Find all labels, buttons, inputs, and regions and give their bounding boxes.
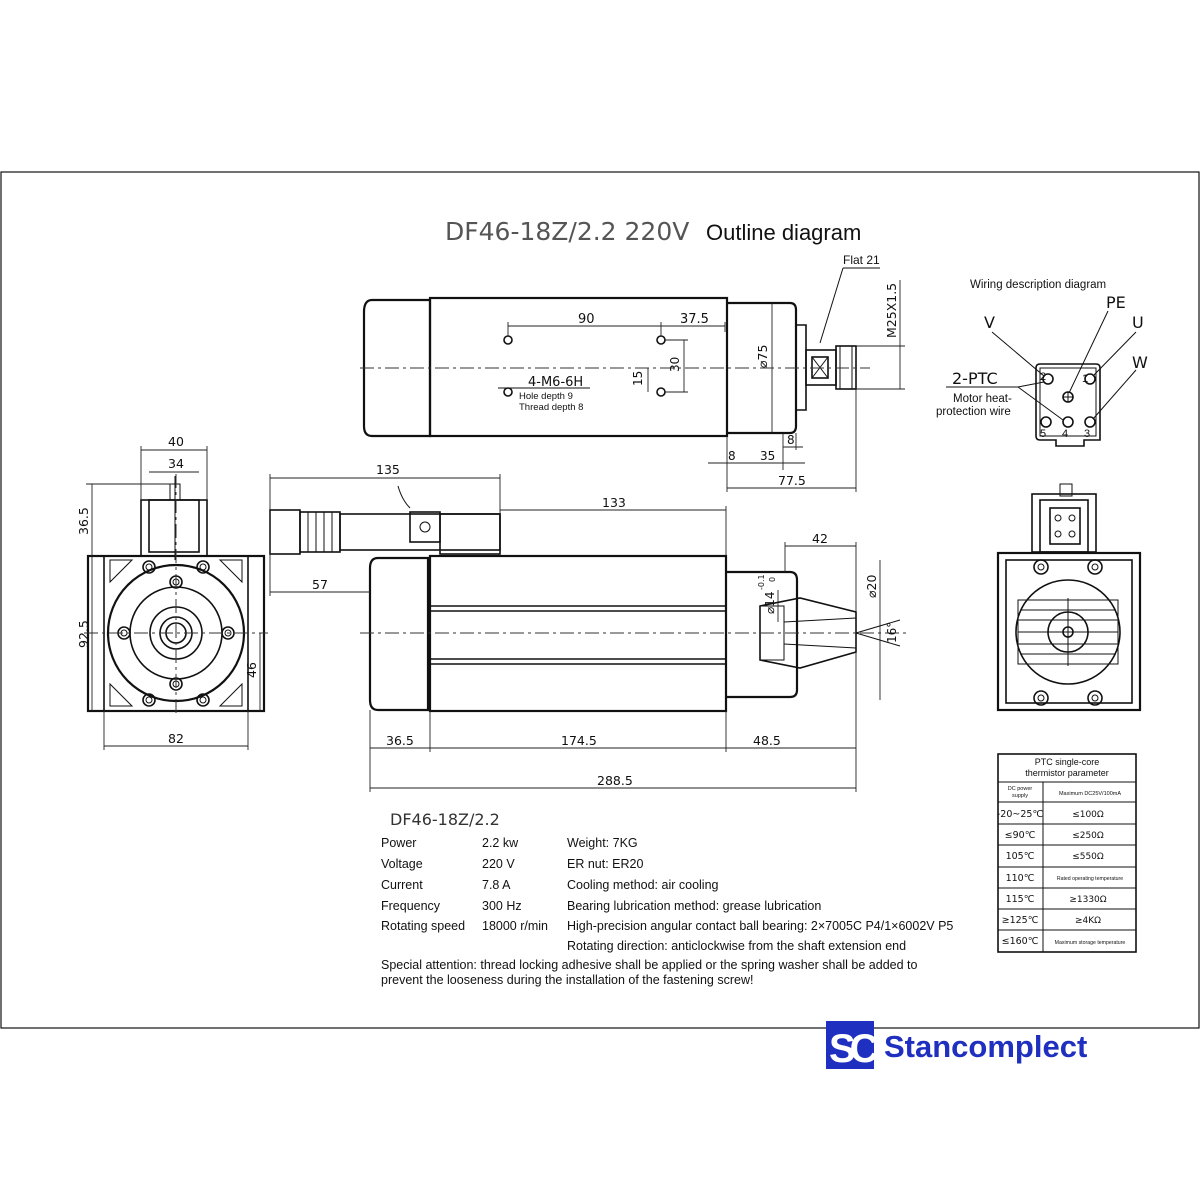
wiring-diagram: Wiring description diagram 2 1 4 5 3 PE …	[936, 279, 1148, 447]
ptc-col1-1: DC power	[1008, 786, 1033, 792]
spec-value-current: 7.8 A	[482, 878, 511, 892]
wiring-title: Wiring description diagram	[970, 279, 1106, 291]
ptc-row-5-temp: 115℃	[1006, 894, 1035, 905]
dim-42: 42	[812, 531, 828, 546]
spec-label-voltage: Voltage	[381, 857, 423, 871]
ptc-note-1: Motor heat-	[953, 393, 1012, 405]
dim-174-5: 174.5	[561, 733, 597, 748]
ptc-row-5-value: ≥1330Ω	[1069, 895, 1106, 905]
spec-value-speed: 18000 r/min	[482, 919, 548, 933]
brand-name: Stancomplect	[884, 1029, 1087, 1064]
spec-attention-1: Special attention: thread locking adhesi…	[381, 958, 918, 972]
spec-label-speed: Rotating speed	[381, 919, 465, 933]
dim-35: 35	[760, 449, 775, 463]
spec-attention-2: prevent the looseness during the install…	[381, 973, 753, 987]
dim-phi-14: ⌀14	[763, 592, 777, 615]
spec-rotation: Rotating direction: anticlockwise from t…	[567, 939, 906, 953]
spec-label-power: Power	[381, 836, 416, 850]
dim-75: ⌀75	[755, 345, 770, 368]
thread-label: M25X1.5	[884, 283, 899, 338]
dim-40: 40	[168, 434, 184, 449]
brand-logo: SC Stancomplect	[826, 1021, 1087, 1071]
ptc-col1-2: supply	[1012, 793, 1028, 799]
dim-48-5: 48.5	[753, 733, 781, 748]
brand-logo-mark	[826, 1021, 874, 1069]
spec-model: DF46-18Z/2.2	[390, 810, 500, 829]
thread-depth: Thread depth 8	[519, 402, 583, 413]
spec-value-power: 2.2 kw	[482, 836, 519, 850]
spec-value-voltage: 220 V	[482, 857, 515, 871]
dim-30: 30	[668, 357, 682, 372]
ptc-header-2: thermistor parameter	[1025, 768, 1109, 778]
ptc-row-7-temp: ≤160℃	[1002, 936, 1039, 947]
ptc-note-2: protection wire	[936, 406, 1011, 418]
dim-57: 57	[312, 577, 328, 592]
pin-5: 5	[1040, 428, 1046, 440]
ptc-row-4-value: Rated operating temperature	[1057, 876, 1123, 882]
ptc-row-3-temp: 105℃	[1006, 851, 1035, 862]
ptc-row-4-temp: 110℃	[1006, 873, 1035, 884]
dim-36-5: 36.5	[76, 507, 91, 535]
dim-16-deg: 16°	[885, 622, 899, 643]
spec-extra-cooling: Cooling method: air cooling	[567, 878, 719, 892]
pin-3: 3	[1084, 428, 1090, 440]
front-view: 40 34 36.5 92.5 46 82	[76, 434, 268, 750]
hole-depth: Hole depth 9	[519, 391, 573, 402]
dim-77-5: 77.5	[778, 473, 806, 488]
spec-extra-weight: Weight: 7KG	[567, 836, 638, 850]
pin-4: 4	[1062, 428, 1068, 440]
drawing-frame	[0, 171, 1200, 1029]
top-view: 90 37.5 15 30 ⌀75 4-M6-6H Hole depth 9 T…	[360, 253, 905, 492]
ptc-row-1-value: ≤100Ω	[1072, 810, 1104, 820]
title-model: DF46-18Z/2.2 220V	[445, 217, 689, 246]
dim-82: 82	[168, 731, 184, 746]
ptc-col2: Maximum DC25V/100mA	[1059, 791, 1121, 797]
ptc-row-3-value: ≤550Ω	[1072, 852, 1104, 862]
spec-block: DF46-18Z/2.2 Power 2.2 kw Weight: 7KG Vo…	[381, 810, 953, 987]
ptc-table: PTC single-core thermistor parameter DC …	[997, 753, 1137, 953]
label-v: V	[984, 313, 995, 332]
ptc-row-7-value: Maximum storage temperature	[1055, 940, 1126, 946]
ptc-header-1: PTC single-core	[1035, 757, 1100, 767]
dim-135: 135	[376, 462, 400, 477]
side-view: 135 133 57 42 ⌀20 ⌀14 -0.1 0 16° 36.5 17…	[269, 462, 910, 792]
dim-tol-upper: -0.1	[757, 574, 766, 590]
pin-2: 2	[1040, 371, 1046, 383]
label-w: W	[1132, 353, 1148, 372]
ptc-row-2-value: ≤250Ω	[1072, 831, 1104, 841]
ptc-row-6-temp: ≥125℃	[1002, 915, 1039, 926]
title-suffix: Outline diagram	[706, 220, 861, 245]
dim-8-lower: 8	[728, 449, 736, 463]
hole-label: 4-M6-6H	[528, 375, 583, 390]
rear-view	[996, 483, 1142, 712]
spec-extra-bearing: High-precision angular contact ball bear…	[567, 919, 953, 933]
ptc-row-2-temp: ≤90℃	[1005, 830, 1036, 841]
dim-36-5-side: 36.5	[386, 733, 414, 748]
brand-logo-letters: SC	[829, 1027, 878, 1071]
pin-1: 1	[1082, 373, 1088, 385]
dim-34: 34	[168, 456, 184, 471]
dim-15: 15	[631, 371, 645, 386]
dim-phi-20: ⌀20	[864, 575, 879, 598]
dim-8-upper: 8	[787, 433, 795, 447]
dim-tol-lower: 0	[768, 577, 777, 582]
spec-label-current: Current	[381, 878, 423, 892]
label-2-ptc: 2-PTC	[952, 369, 998, 388]
ptc-row-1-temp: -20~25℃	[997, 809, 1044, 820]
spec-extra-er-nut: ER nut: ER20	[567, 857, 643, 871]
spec-extra-lubrication: Bearing lubrication method: grease lubri…	[567, 899, 821, 913]
flat-label: Flat 21	[843, 253, 880, 267]
dim-288-5: 288.5	[597, 773, 633, 788]
label-pe: PE	[1106, 293, 1126, 312]
dim-46: 46	[244, 662, 259, 678]
dim-133: 133	[602, 495, 626, 510]
dim-90: 90	[578, 312, 595, 327]
dim-37-5: 37.5	[680, 312, 709, 327]
spec-label-frequency: Frequency	[381, 899, 441, 913]
label-u: U	[1132, 313, 1144, 332]
ptc-row-6-value: ≥4KΩ	[1075, 916, 1101, 926]
dim-92-5: 92.5	[76, 620, 91, 648]
spec-value-frequency: 300 Hz	[482, 899, 522, 913]
